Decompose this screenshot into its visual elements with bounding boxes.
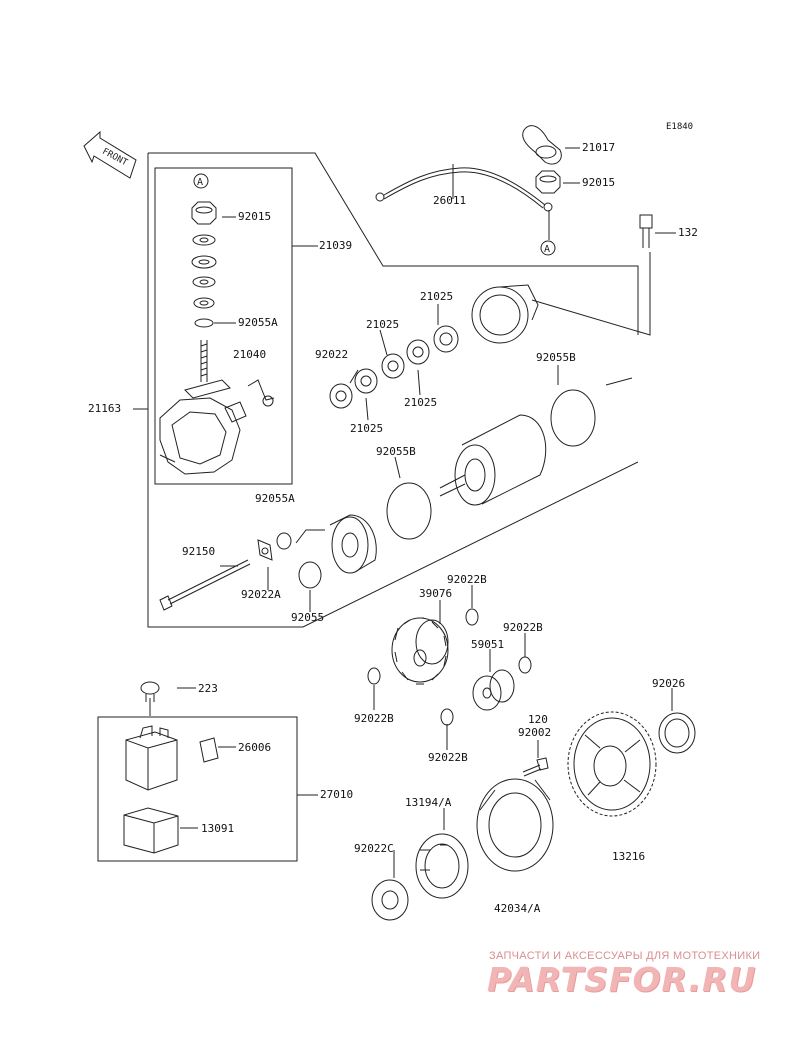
label-92022b-b[interactable]: 92022B xyxy=(503,621,543,634)
oil-seal-92026 xyxy=(659,713,695,753)
clutch-hub xyxy=(416,834,468,898)
label-92026[interactable]: 92026 xyxy=(652,677,686,690)
starter-assembly-frame xyxy=(148,153,638,335)
label-13194a[interactable]: 13194/A xyxy=(405,796,452,809)
washer-92022b-d xyxy=(441,709,453,725)
brush-plate-assembly xyxy=(160,340,246,474)
o-ring-92055b-lower xyxy=(387,483,431,539)
through-bolt xyxy=(160,560,250,610)
front-direction-arrow: FRONT xyxy=(84,132,136,178)
label-21040[interactable]: 21040 xyxy=(233,348,267,361)
bolt-132 xyxy=(640,215,652,248)
label-92055b-a[interactable]: 92055B xyxy=(536,351,576,364)
reference-marker-a-top: A xyxy=(194,174,208,188)
watermark-tagline: ЗАПЧАСТИ И АКСЕССУАРЫ ДЛЯ МОТОТЕХНИКИ xyxy=(489,950,761,962)
label-92055[interactable]: 92055 xyxy=(291,611,325,624)
label-92055a[interactable]: 92055A xyxy=(255,492,295,505)
starter-relay xyxy=(126,726,177,790)
terminal-nut-and-washers xyxy=(192,202,216,327)
o-ring-92055b-upper xyxy=(551,390,595,446)
starter-clutch xyxy=(477,779,553,871)
svg-text:A: A xyxy=(544,244,550,255)
label-21025-a[interactable]: 21025 xyxy=(420,290,454,303)
shim-washers xyxy=(330,326,458,408)
label-120[interactable]: 120 xyxy=(528,713,548,726)
label-132[interactable]: 132 xyxy=(678,226,698,239)
label-21163[interactable]: 21163 xyxy=(88,402,122,415)
label-26011[interactable]: 26011 xyxy=(433,194,467,207)
label-13091[interactable]: 13091 xyxy=(201,822,235,835)
label-92002[interactable]: 92002 xyxy=(518,726,552,739)
washer-92022a xyxy=(258,540,272,560)
label-92150[interactable]: 92150 xyxy=(182,545,216,558)
label-21025-d[interactable]: 21025 xyxy=(350,422,384,435)
label-42034a[interactable]: 42034/A xyxy=(494,902,541,915)
label-21017[interactable]: 21017 xyxy=(582,141,616,154)
bolt-120 xyxy=(523,758,548,776)
reference-marker-a-cable: A xyxy=(541,241,555,255)
terminal-cap-21017 xyxy=(523,126,562,193)
label-92022b-d[interactable]: 92022B xyxy=(428,751,468,764)
starter-idle-gear xyxy=(392,618,448,684)
svg-text:A: A xyxy=(197,177,203,188)
diagram-code: E1840 xyxy=(666,122,694,132)
starter-relay-box xyxy=(98,717,297,861)
label-21025-b[interactable]: 21025 xyxy=(366,318,400,331)
brush-holder-box xyxy=(155,168,292,484)
washer-92022b-a xyxy=(466,609,478,625)
screw-223 xyxy=(141,682,159,702)
label-21025-c[interactable]: 21025 xyxy=(404,396,438,409)
label-92022[interactable]: 92022 xyxy=(315,348,349,361)
label-92022b-a[interactable]: 92022B xyxy=(447,573,487,586)
fuse-26006 xyxy=(200,738,218,762)
washer-92022b-c xyxy=(368,668,380,684)
starter-front-bracket xyxy=(330,515,376,573)
washer-92022c xyxy=(372,880,408,920)
o-ring-92055 xyxy=(299,562,321,588)
starter-cable xyxy=(376,168,552,211)
label-92022c[interactable]: 92022C xyxy=(354,842,394,855)
label-223[interactable]: 223 xyxy=(198,682,218,695)
relay-cover-13091 xyxy=(124,808,178,853)
washer-92022b-b xyxy=(519,657,531,673)
label-92055a-ring[interactable]: 92055A xyxy=(238,316,278,329)
label-21039[interactable]: 21039 xyxy=(319,239,353,252)
label-39076[interactable]: 39076 xyxy=(419,587,453,600)
o-ring-92055a xyxy=(277,533,291,549)
label-92055b-b[interactable]: 92055B xyxy=(376,445,416,458)
starter-yoke xyxy=(440,415,546,505)
torque-limiter-gear xyxy=(473,670,514,710)
label-13216[interactable]: 13216 xyxy=(612,850,646,863)
label-59051[interactable]: 59051 xyxy=(471,638,505,651)
label-92015[interactable]: 92015 xyxy=(238,210,272,223)
label-92022a[interactable]: 92022A xyxy=(241,588,281,601)
label-26006[interactable]: 26006 xyxy=(238,741,272,754)
starter-ring-gear xyxy=(568,712,656,816)
label-92015-cap[interactable]: 92015 xyxy=(582,176,616,189)
label-27010[interactable]: 27010 xyxy=(320,788,354,801)
brush-spring xyxy=(248,380,274,406)
starter-end-cover xyxy=(472,285,538,343)
watermark-brand[interactable]: PARTSFOR.RU xyxy=(487,960,757,999)
label-92022b-c[interactable]: 92022B xyxy=(354,712,394,725)
